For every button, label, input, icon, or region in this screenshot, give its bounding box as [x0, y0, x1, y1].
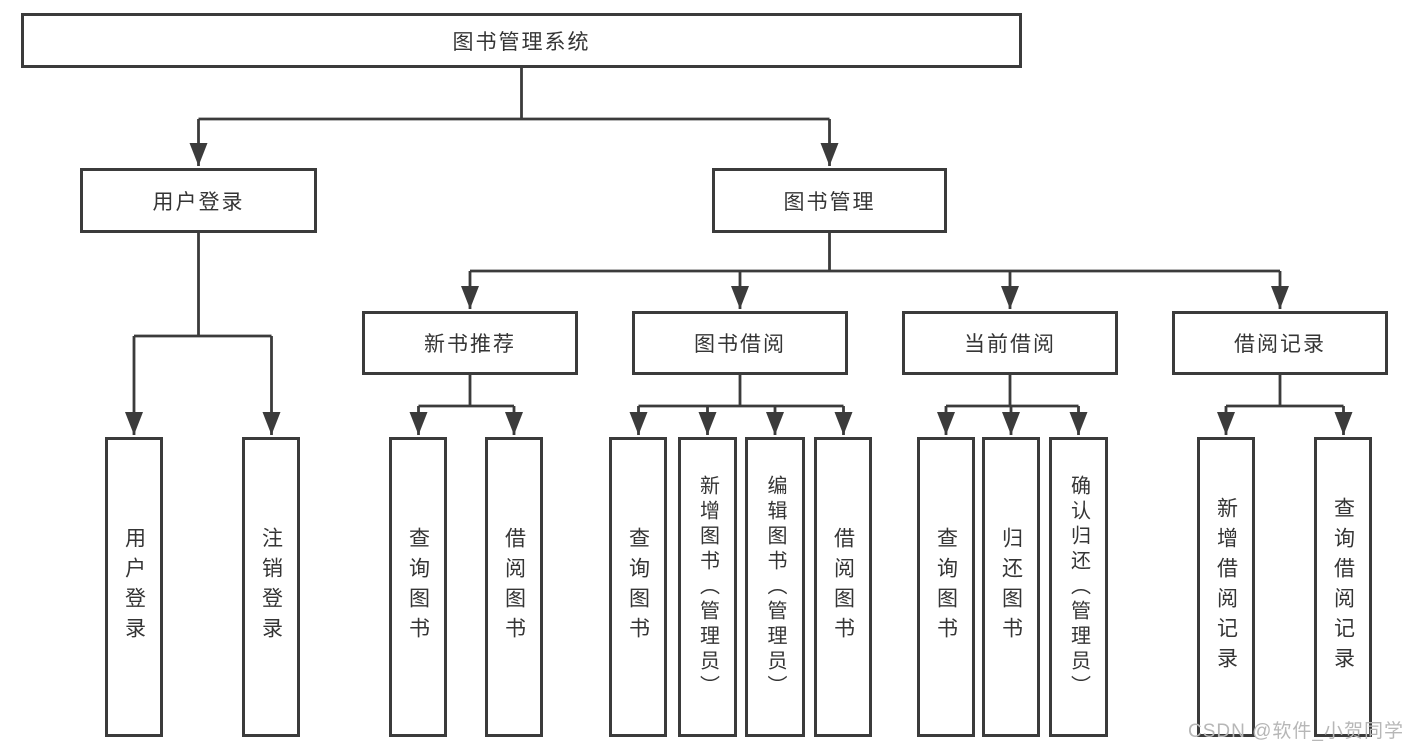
node-current-borrow: 当前借阅: [902, 311, 1118, 375]
leaf-add-borrow-record: 新增借阅记录: [1197, 437, 1255, 737]
leaf-edit-book-admin: 编辑图书（管理员）: [745, 437, 805, 737]
node-borrow-records: 借阅记录: [1172, 311, 1388, 375]
leaf-return-book: 归还图书: [982, 437, 1040, 737]
watermark-text: CSDN @软件_小贺同学: [1188, 721, 1404, 742]
node-book-borrow: 图书借阅: [632, 311, 848, 375]
leaf-query-borrow-record: 查询借阅记录: [1314, 437, 1372, 737]
leaf-query-books-current: 查询图书: [917, 437, 975, 737]
leaf-confirm-return-admin: 确认归还（管理员）: [1049, 437, 1108, 737]
node-book-management: 图书管理: [712, 168, 947, 233]
node-new-book-recommend: 新书推荐: [362, 311, 578, 375]
leaf-query-books-borrow: 查询图书: [609, 437, 667, 737]
node-library-system: 图书管理系统: [21, 13, 1022, 68]
leaf-query-books-recommend: 查询图书: [389, 437, 447, 737]
node-user-login: 用户登录: [80, 168, 317, 233]
leaf-logout: 注销登录: [242, 437, 300, 737]
leaf-borrow-books: 借阅图书: [814, 437, 872, 737]
leaf-user-login: 用户登录: [105, 437, 163, 737]
leaf-add-book-admin: 新增图书（管理员）: [678, 437, 737, 737]
leaf-borrow-books-recommend: 借阅图书: [485, 437, 543, 737]
